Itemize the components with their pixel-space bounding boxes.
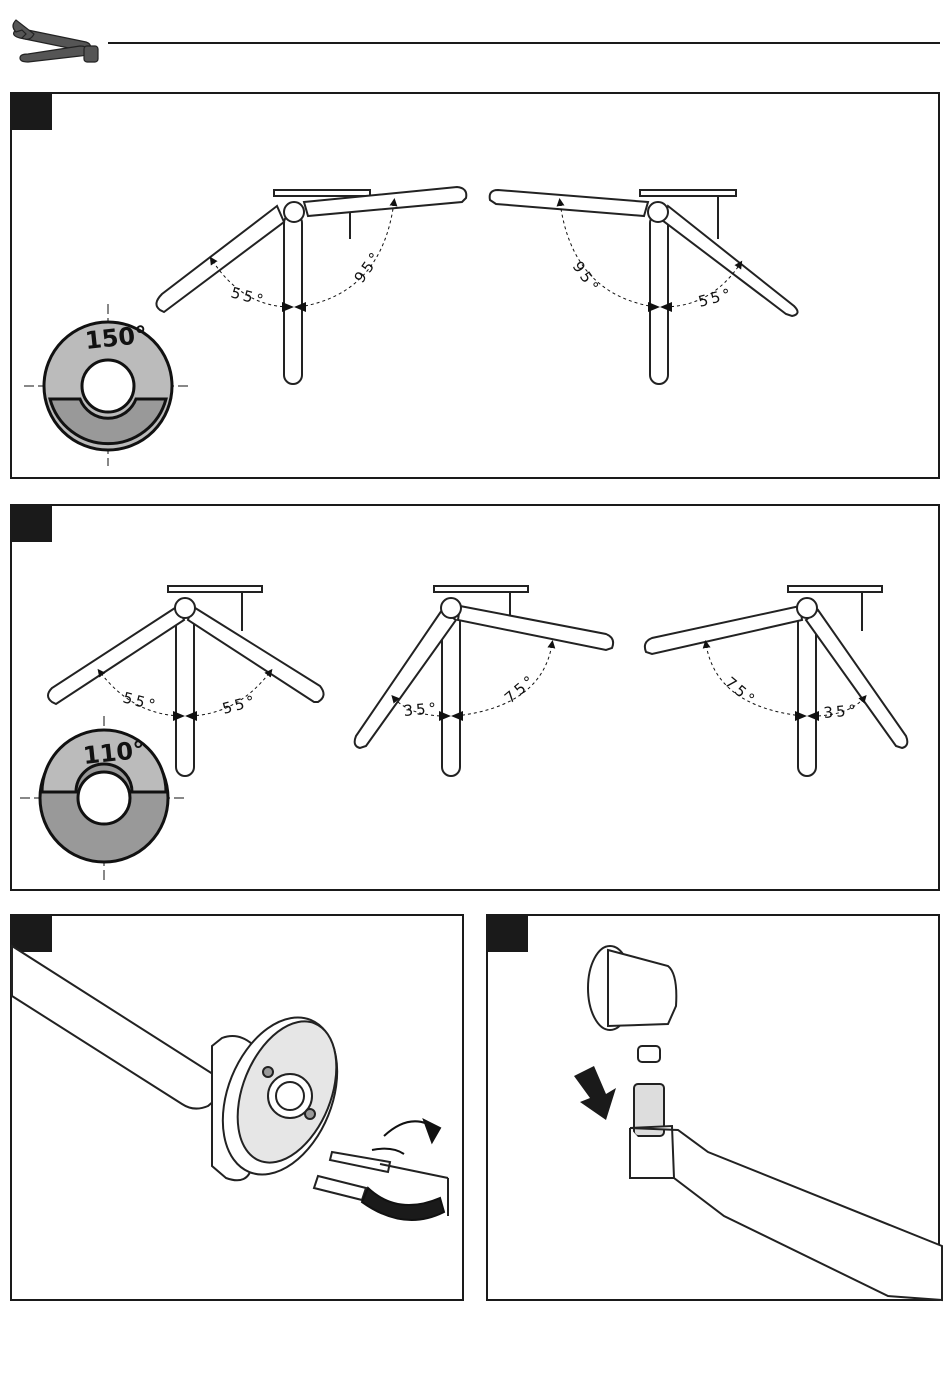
panel4-drawing (488, 916, 942, 1303)
left-angle-b-label: 95° (351, 247, 386, 286)
step-panel-1: 55° 95° 95° 55° 150° (10, 92, 940, 479)
step-panel-3 (10, 914, 464, 1301)
rail-config-35-75 (355, 586, 613, 776)
c3-right-angle-label: 35° (823, 701, 860, 722)
c2-right-angle-label: 75° (501, 670, 540, 707)
panel1-drawing: 55° 95° 95° 55° 150° (12, 94, 942, 481)
right-angle-a-label: 95° (569, 258, 604, 297)
step-panel-2: 55° 55° 35° 75° 75° 35° (10, 504, 940, 891)
left-rail-assembly (156, 187, 466, 384)
step-panel-4 (486, 914, 940, 1301)
down-arrow-icon (574, 1066, 616, 1120)
rail-config-75-35 (645, 586, 907, 776)
panel3-drawing (12, 916, 466, 1303)
panel2-drawing: 55° 55° 35° 75° 75° 35° (12, 506, 942, 893)
c1-left-angle-label: 55° (121, 688, 160, 715)
c2-left-angle-label: 35° (403, 699, 440, 720)
wrench-screwdriver-icon (8, 6, 108, 76)
right-angle-b-label: 55° (696, 284, 735, 311)
left-angle-a-label: 55° (229, 283, 268, 310)
c1-right-angle-label: 55° (220, 691, 259, 718)
right-rail-assembly (490, 190, 798, 384)
header-rule (108, 42, 940, 44)
